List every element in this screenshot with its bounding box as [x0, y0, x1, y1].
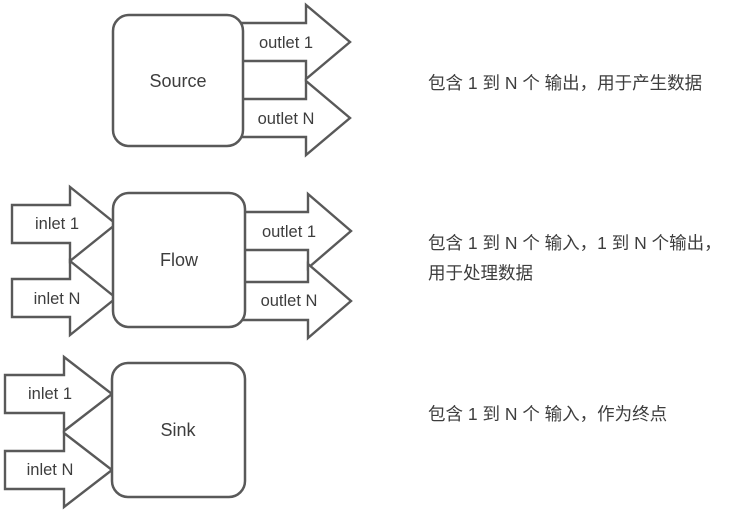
flow-inlet-n-label: inlet N	[34, 290, 81, 308]
flow-outlet-1-arrow	[240, 191, 353, 271]
flow-inlet-1-arrow	[10, 184, 118, 264]
flow-inlet-n-arrow	[10, 258, 118, 338]
flow-inlet-1-label: inlet 1	[35, 215, 79, 233]
sink-description: 包含 1 到 N 个 输入，作为终点	[428, 404, 667, 424]
sink-row: Sink inlet 1 inlet N 包含 1 到 N 个 输入，作为终点	[3, 354, 667, 510]
sink-inlet-1-label: inlet 1	[28, 385, 72, 403]
flow-outlet-n-arrow	[240, 261, 353, 341]
sink-inlet-n-arrow	[3, 430, 114, 510]
flow-row: Flow inlet 1 inlet N outlet 1 outlet N 包…	[10, 184, 722, 341]
flow-description-line-2: 用于处理数据	[428, 263, 533, 283]
source-outlet-n-arrow	[238, 78, 352, 158]
sink-node	[110, 361, 247, 499]
flow-node	[111, 191, 247, 329]
source-outlet-1-label: outlet 1	[259, 34, 313, 52]
source-description: 包含 1 到 N 个 输出，用于产生数据	[428, 73, 702, 93]
flow-outlet-1-label: outlet 1	[262, 223, 316, 241]
sink-inlet-n-label: inlet N	[27, 461, 74, 479]
flow-outlet-n-label: outlet N	[261, 292, 318, 310]
source-outlet-1-arrow	[238, 2, 352, 82]
source-node	[111, 13, 245, 148]
flow-node-label: Flow	[160, 250, 199, 270]
sink-node-label: Sink	[160, 420, 196, 440]
source-outlet-n-label: outlet N	[258, 110, 315, 128]
source-row: Source outlet 1 outlet N 包含 1 到 N 个 输出，用…	[111, 2, 702, 158]
flow-description-line-1: 包含 1 到 N 个 输入，1 到 N 个输出，	[428, 233, 722, 253]
source-node-label: Source	[149, 71, 206, 91]
sink-inlet-1-arrow	[3, 354, 114, 434]
